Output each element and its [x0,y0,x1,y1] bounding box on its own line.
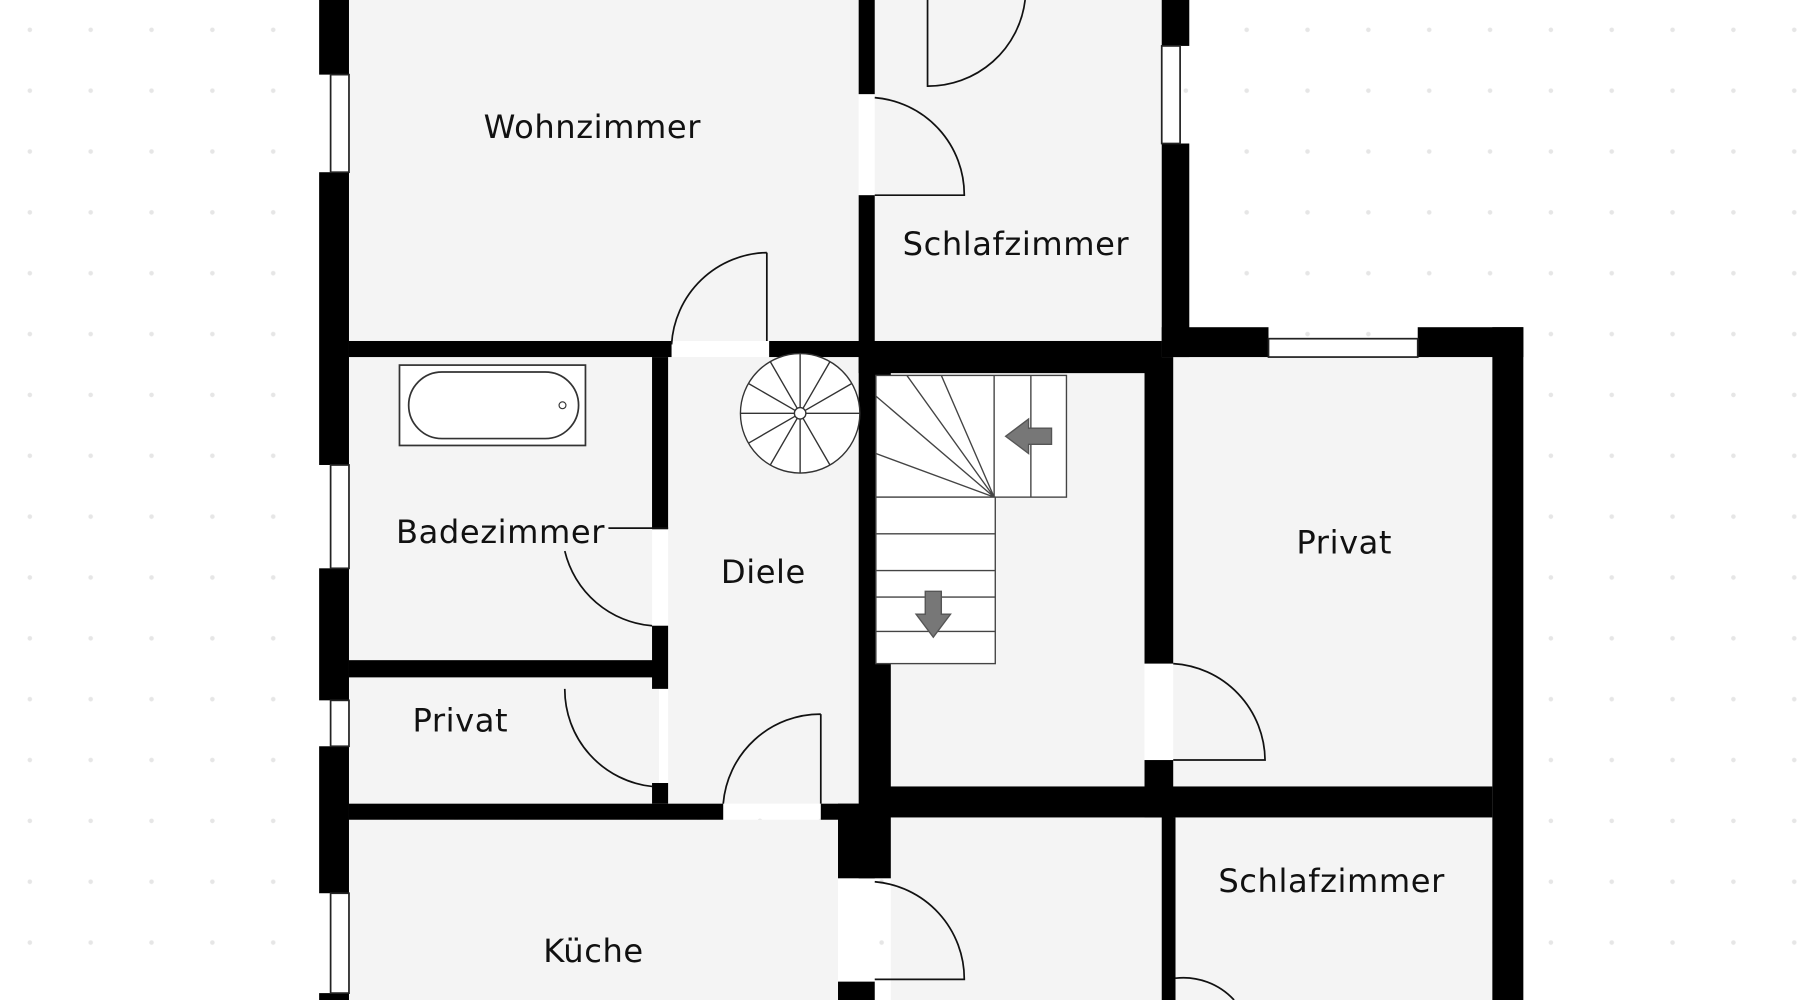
arrow-down-icon [914,590,952,639]
spiral-staircase-icon [739,352,861,474]
walls [319,0,1524,1000]
room-label-kueche: Küche [543,932,643,970]
room-label-privat: Privat [412,701,508,739]
staircase-icon [875,374,1068,665]
room-label-badezimmer: Badezimmer [396,513,605,551]
windows [329,45,1419,994]
doors [563,0,1266,1000]
bathtub-icon [398,364,587,447]
room-label-schlafzimmer: Schlafzimmer [903,225,1130,263]
room-label-wohnzimmer: Wohnzimmer [484,108,702,146]
arrow-left-icon [1004,417,1053,455]
room-label-schlafzimmer: Schlafzimmer [1218,862,1445,900]
room-label-privat: Privat [1296,523,1392,561]
room-label-diele: Diele [721,553,806,591]
room-labels: Wohnzimmer Schlafzimmer Badezimmer Diele… [396,108,1445,970]
